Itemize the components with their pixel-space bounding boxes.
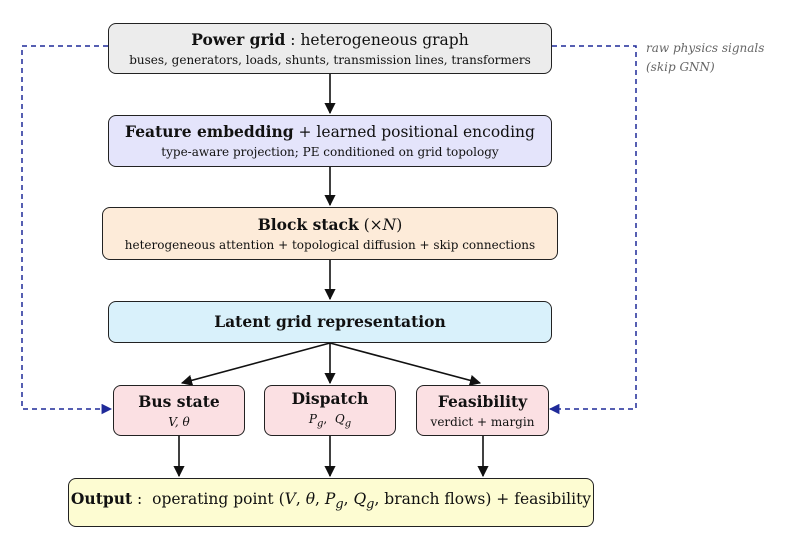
feature-embedding-title-rest: + learned positional encoding: [293, 123, 535, 141]
dispatch-title: Dispatch: [292, 389, 369, 409]
feasibility-node: Feasibility verdict + margin: [416, 385, 549, 436]
arrow-latent-to-bus-state: [180, 342, 331, 386]
output-p: P: [324, 490, 336, 509]
feature-embedding-title-bold: Feature embedding: [125, 122, 294, 141]
feasibility-title-bold: Feasibility: [437, 391, 528, 411]
bus-state-subtitle: V, θ: [168, 414, 190, 429]
dispatch-q: Q: [334, 411, 345, 426]
dispatch-title-bold: Dispatch: [291, 388, 369, 408]
output-title: Output : operating point (V, θ, Pg, Qg, …: [71, 489, 591, 515]
output-q-sub: g: [366, 497, 375, 513]
output-theta: θ: [305, 490, 316, 509]
dispatch-sep: ,: [323, 411, 335, 426]
feasibility-subtitle: verdict + margin: [430, 414, 535, 429]
output-q: Q: [353, 490, 367, 509]
block-stack-title-close: ): [396, 215, 403, 234]
dispatch-node: Dispatch Pg, Qg: [264, 385, 396, 436]
dispatch-subtitle: Pg, Qg: [309, 411, 351, 432]
bus-state-node: Bus state V, θ: [113, 385, 245, 436]
skip-annotation-line-2: (skip GNN): [646, 60, 715, 74]
skip-annotation: raw physics signals (skip GNN): [646, 39, 764, 77]
block-stack-title-n: N: [382, 215, 397, 234]
block-stack-node: Block stack (×N) heterogeneous attention…: [102, 207, 558, 260]
power-grid-node: Power grid : heterogeneous graph buses, …: [108, 23, 552, 74]
output-p-sub: g: [335, 497, 344, 513]
power-grid-title-rest: : heterogeneous graph: [285, 30, 469, 49]
feasibility-title: Feasibility: [438, 392, 527, 412]
feature-embedding-subtitle: type-aware projection; PE conditioned on…: [161, 145, 499, 159]
output-comma-3: ,: [343, 490, 354, 509]
block-stack-title-rest: (×: [358, 215, 383, 234]
feature-embedding-node: Feature embedding + learned positional e…: [108, 115, 552, 167]
output-suffix: , branch flows) + feasibility: [374, 490, 592, 509]
latent-representation-node: Latent grid representation: [108, 301, 552, 343]
arrow-latent-to-feasibility: [329, 342, 482, 386]
latent-representation-title-bold: Latent grid representation: [214, 312, 446, 331]
power-grid-subtitle: buses, generators, loads, shunts, transm…: [129, 52, 531, 67]
bus-state-title-bold: Bus state: [138, 391, 220, 411]
output-node: Output : operating point (V, θ, Pg, Qg, …: [68, 478, 594, 527]
skip-annotation-line-1: raw physics signals: [646, 41, 765, 55]
power-grid-title-bold: Power grid: [191, 29, 286, 49]
output-title-bold: Output: [70, 489, 133, 509]
block-stack-title-bold: Block stack: [257, 214, 359, 234]
block-stack-title: Block stack (×N): [258, 215, 403, 235]
output-comma-1: ,: [295, 490, 306, 509]
skip-path-left: [21, 45, 113, 415]
feature-embedding-title: Feature embedding + learned positional e…: [125, 122, 535, 142]
latent-representation-title: Latent grid representation: [214, 312, 446, 332]
bus-state-title: Bus state: [138, 392, 219, 412]
output-comma-2: ,: [315, 490, 325, 509]
output-v: V: [284, 490, 296, 509]
skip-path-right: [548, 45, 637, 415]
dispatch-p: P: [308, 411, 317, 426]
dispatch-p-sub: g: [316, 418, 324, 430]
power-grid-title: Power grid : heterogeneous graph: [191, 30, 468, 50]
block-stack-subtitle: heterogeneous attention + topological di…: [124, 237, 536, 252]
output-prefix: : operating point (: [132, 490, 285, 509]
dispatch-q-sub: g: [344, 418, 352, 430]
